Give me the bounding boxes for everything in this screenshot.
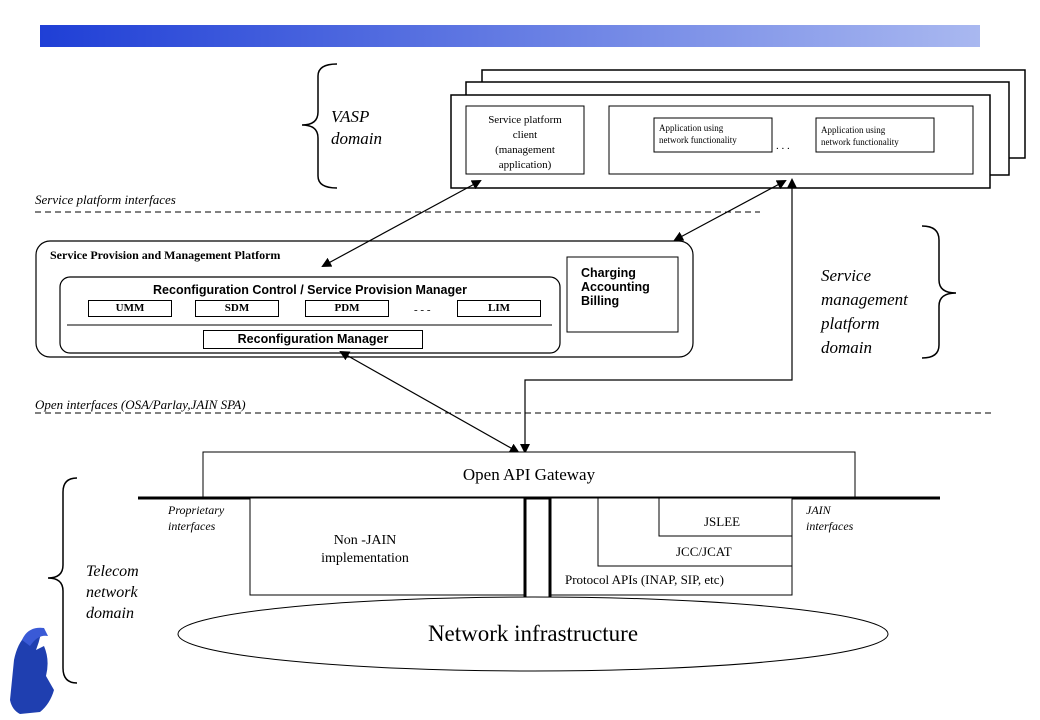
module-sdm: SDM [195,300,279,317]
non-jain-label: Non -JAIN implementation [321,533,409,566]
arrow-apps-to-gateway [520,178,797,454]
client-label: Service platform client (management appl… [488,114,562,171]
protocol-box [549,497,793,596]
protocol-label: Protocol APIs (INAP, SIP, etc) [565,572,724,587]
app2-box [815,117,935,153]
arrow-client-to-platform [321,180,482,267]
app1-label: Application using network functionality [659,123,737,145]
vasp-brace [301,63,338,189]
jain-interfaces-label: JAIN interfaces [806,503,854,533]
service-platform-interfaces-label: Service platform interfaces [35,192,176,207]
network-ellipse [177,596,889,672]
app2-label: Application using network functionality [821,125,899,147]
smp-domain-label: Service management platform domain [821,266,908,357]
module-pdm: PDM [305,300,389,317]
apps-ellipsis: . . . [776,140,790,152]
module-lim: LIM [457,300,541,317]
charging-label: Charging Accounting Billing [581,266,650,308]
non-jain-box [249,497,526,596]
module-dots: - - - [414,304,431,316]
telecom-domain-label: Telecom network domain [86,563,139,622]
logo-image [10,627,54,714]
telecom-brace [47,477,78,684]
jslee-label: JSLEE [704,514,741,529]
platform-title: Service Provision and Management Platfor… [50,248,281,262]
vasp-domain-label: VASP domain [331,107,382,148]
network-label: Network infrastructure [427,621,639,646]
jcc-label: JCC/JCAT [676,544,732,559]
gateway-label: Open API Gateway [462,465,596,484]
app1-box [653,117,773,153]
open-interfaces-label: Open interfaces (OSA/Parlay,JAIN SPA) [35,397,246,412]
header-banner [40,25,980,47]
reconfiguration-manager: Reconfiguration Manager [203,330,423,349]
client-box [465,105,585,175]
gateway-box [202,451,856,499]
arrow-apps-to-charging [673,180,787,241]
arrow-manager-to-gateway [339,351,520,453]
module-umm: UMM [88,300,172,317]
proprietary-interfaces-label: Proprietary interfaces [168,503,225,533]
rc-title: Reconfiguration Control / Service Provis… [153,283,467,297]
smp-brace [921,225,957,359]
